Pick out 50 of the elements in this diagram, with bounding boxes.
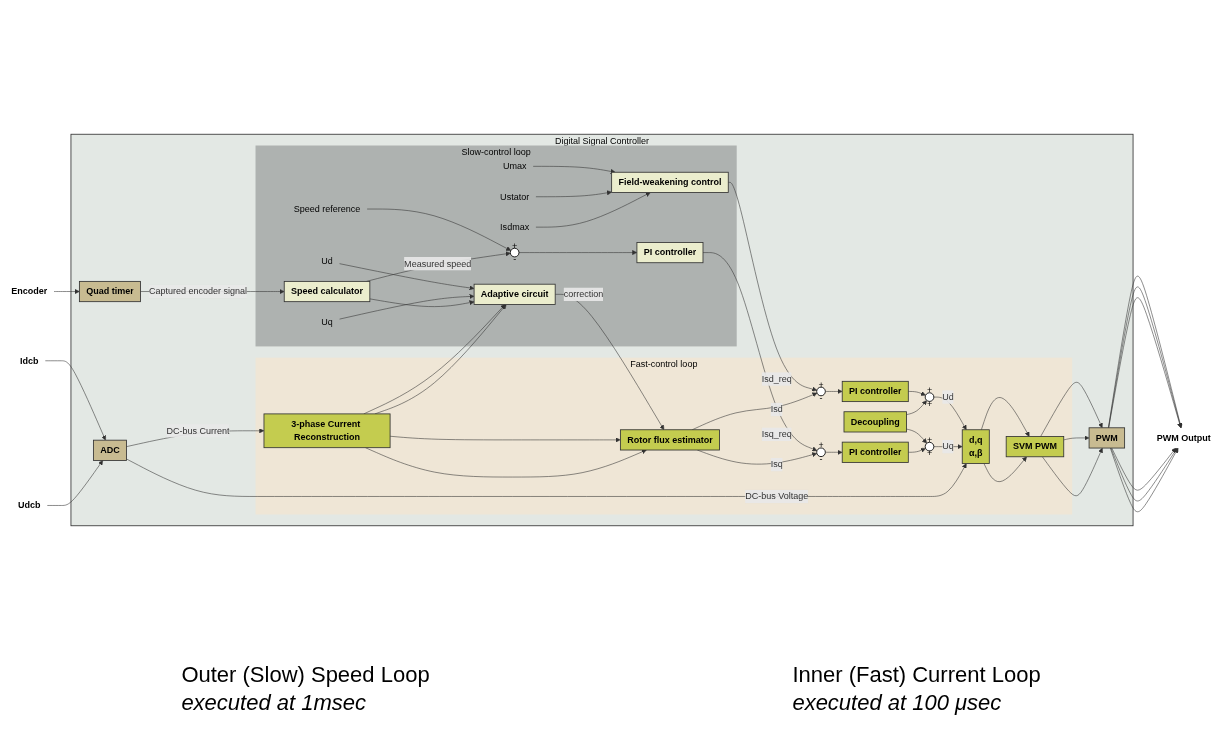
node-box: Speed calculator (283, 280, 371, 303)
node-box: PI controller (841, 380, 909, 403)
node-text: Uq (321, 316, 333, 327)
node-text: Speed reference (293, 203, 361, 214)
timing-note: executed at 100 μsec (792, 690, 1003, 716)
node-box: 3-phase Current Reconstruction (263, 413, 391, 449)
edge-label: DC-bus Voltage (745, 491, 809, 501)
loop-caption: Outer (Slow) Speed Loop (181, 662, 430, 688)
node-box: PWM (1088, 427, 1126, 449)
edge-label: DC-bus Current (166, 425, 230, 436)
node-box: Field-weakening control (611, 171, 729, 193)
node-text: Ustator (500, 191, 530, 202)
edge-label: Measured speed (404, 258, 472, 269)
node-circle (924, 441, 935, 452)
node-label: + (818, 440, 824, 451)
node-box: SVM PWM (1005, 436, 1065, 458)
node-label: + (926, 434, 933, 445)
node-text: Isdmax (500, 222, 530, 232)
node-circle (924, 392, 935, 402)
edge-label: Isq (770, 459, 783, 470)
edge-label: Isd_req (761, 374, 792, 384)
node-text: Idcb (20, 355, 39, 366)
loop-caption: Inner (Fast) Current Loop (792, 662, 1041, 688)
node-box: Rotor flux estimator (620, 429, 720, 451)
edge-label: Isd (770, 404, 783, 414)
node-label: - (819, 453, 823, 464)
edge-label: Captured encoder signal (148, 286, 248, 297)
node-box: PI controller (841, 441, 909, 463)
node-box: PI controller (636, 242, 704, 264)
node-text: PWM Output (1156, 432, 1211, 443)
node-box: Adaptive circuit (473, 283, 556, 305)
node-label: + (926, 398, 933, 409)
edge-label: Ud (942, 392, 954, 402)
node-box: Decoupling (843, 411, 907, 433)
node-text: Udcb (18, 500, 41, 510)
node-label: + (926, 448, 933, 458)
node-text: Umax (502, 161, 527, 171)
edge-label: Uq (942, 441, 954, 452)
edge-label: Isq_req (761, 429, 792, 439)
timing-note: executed at 1msec (181, 690, 368, 716)
node-box: ADC (93, 439, 127, 461)
node-box: d,q α,β (961, 429, 990, 464)
node-circle: - (816, 386, 826, 397)
node-circle: - (509, 247, 520, 258)
node-label: + (926, 385, 933, 395)
node-text: Encoder (11, 286, 48, 297)
edge-label: correction (563, 289, 604, 299)
node-text: Ud (321, 256, 333, 266)
node-circle (816, 447, 826, 457)
node-box: Quad timer (79, 280, 141, 303)
